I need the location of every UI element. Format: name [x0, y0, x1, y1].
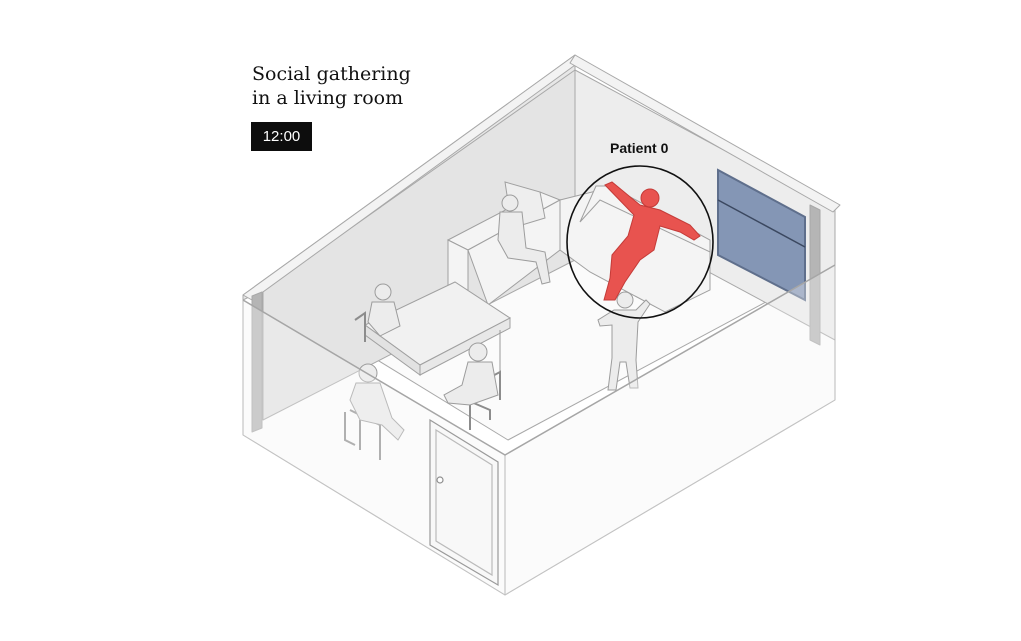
time-badge: 12:00 — [251, 122, 312, 151]
window — [717, 168, 806, 302]
left-corner-post — [251, 291, 263, 433]
guests — [349, 194, 651, 441]
guest-front-left — [349, 363, 405, 441]
front-wall-rim — [242, 264, 836, 456]
guest-front-right — [443, 342, 499, 406]
patient-zero-figure — [603, 181, 701, 301]
patient-zero-marker-circle — [566, 165, 714, 319]
patient-zero-label: Patient 0 — [610, 140, 669, 156]
front-wall-base — [242, 399, 836, 596]
right-corner-post — [809, 204, 821, 346]
guest-standing — [597, 291, 651, 391]
guest-on-sofa — [497, 194, 551, 285]
right-wall-rim — [569, 54, 841, 213]
dining-table — [364, 281, 511, 376]
diagram-title: Social gathering in a living room — [252, 62, 411, 110]
guest-back-table — [367, 283, 401, 337]
title-line-2: in a living room — [252, 87, 404, 109]
title-line-1: Social gathering — [252, 63, 411, 85]
door — [429, 418, 499, 587]
